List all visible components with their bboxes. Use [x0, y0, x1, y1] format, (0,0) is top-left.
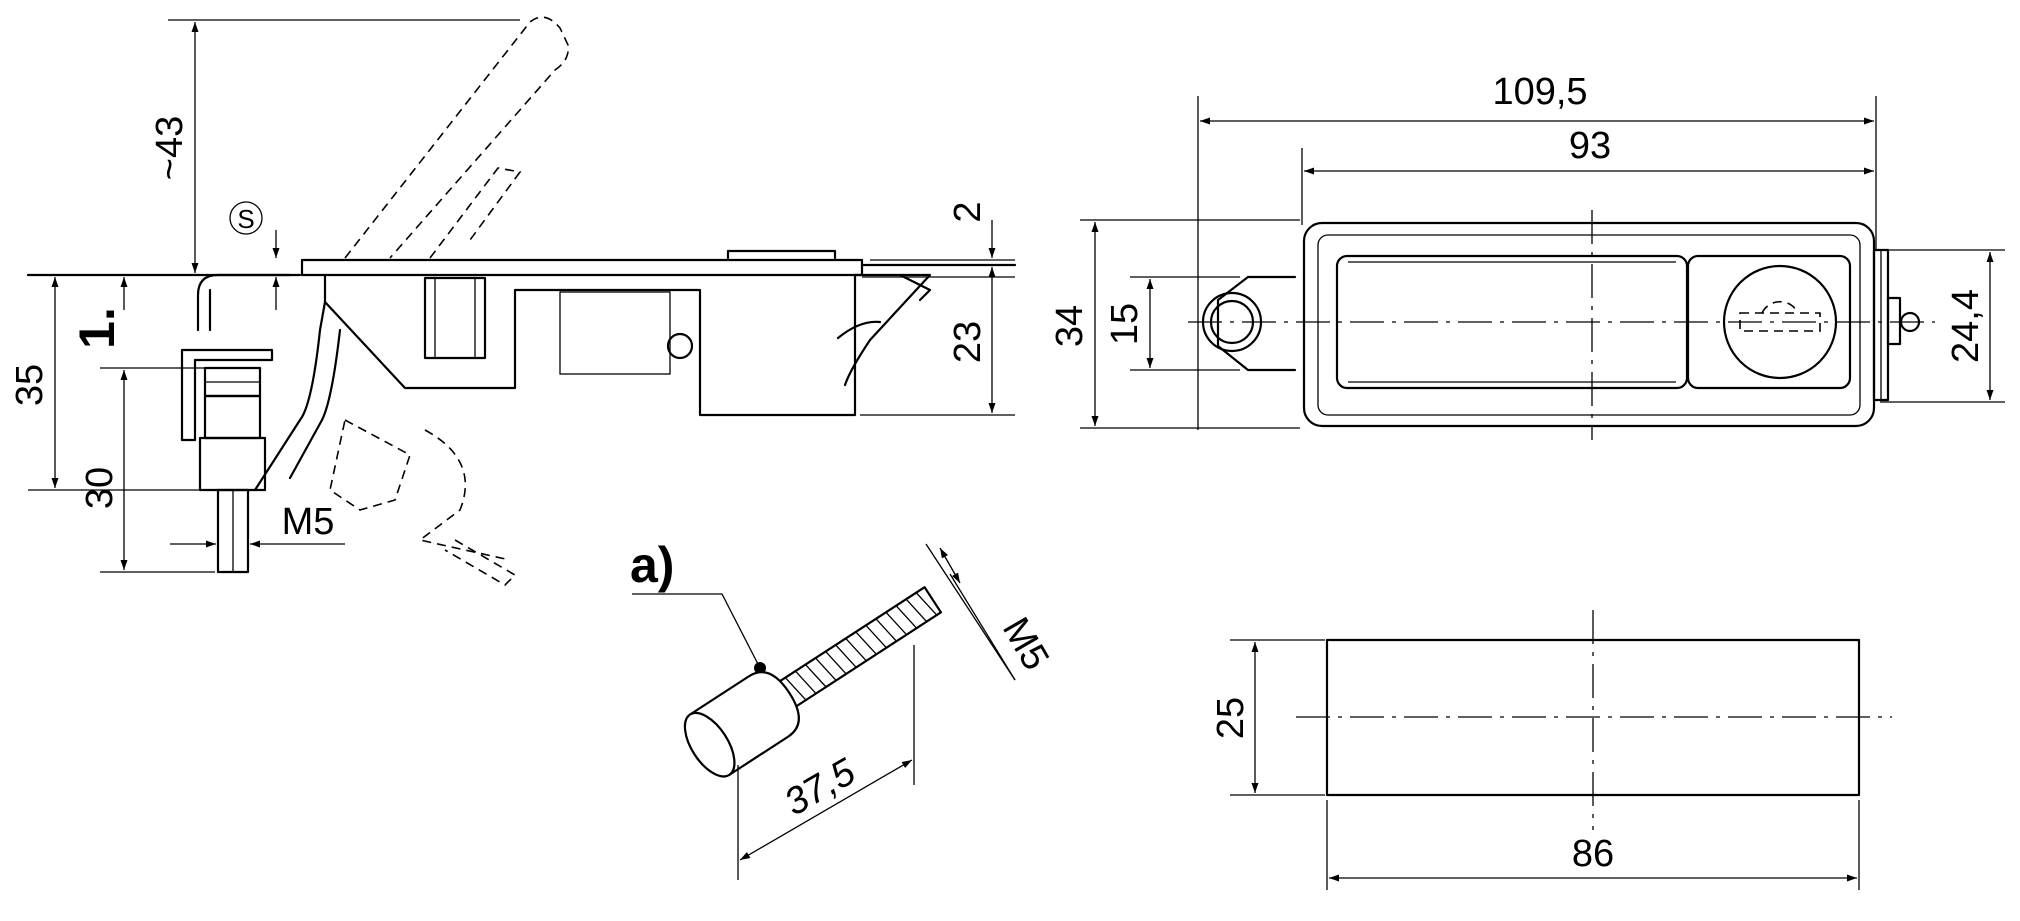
- dim-15: 15: [1104, 303, 1146, 345]
- phantom-lever-inner: [429, 167, 522, 259]
- dim-23: 23: [947, 321, 989, 363]
- detail-label: a): [630, 537, 674, 593]
- dim-m5-screw: M5: [994, 611, 1057, 678]
- latch-curve: [836, 320, 882, 340]
- step-1-label: 1.: [69, 307, 125, 349]
- dim-line-37-5: [739, 759, 913, 861]
- screw-body: [683, 586, 943, 778]
- bracket-arm: [180, 348, 274, 442]
- lock-cap: [726, 249, 837, 260]
- mounting-tab: [1216, 275, 1297, 372]
- dim-34: 34: [1049, 305, 1091, 347]
- detail-leader: [632, 593, 761, 669]
- dim-2: 2: [947, 201, 989, 222]
- phantom-lever-raised: [344, 16, 570, 259]
- dim-43: ~43: [149, 116, 191, 180]
- detail-leader-dot: [754, 662, 766, 674]
- dim-93: 93: [1569, 125, 1611, 167]
- spacer: [198, 436, 267, 492]
- latch-hook: [843, 273, 932, 387]
- housing-body: [323, 273, 857, 417]
- hinge-arm-inner: [288, 328, 342, 480]
- dim-24-4: 24,4: [1945, 289, 1987, 363]
- phantom-stud: [444, 539, 517, 587]
- hinge-pin-block: [1886, 296, 1902, 346]
- phantom-bracket: [418, 429, 511, 561]
- housing-inner: [1317, 234, 1861, 416]
- s-symbol-circle: [229, 201, 263, 235]
- ext-line-m5-top: [925, 543, 1016, 681]
- panel-flange: [196, 273, 292, 332]
- dim-86: 86: [1572, 833, 1614, 875]
- housing-outline: [1302, 221, 1876, 428]
- phantom-bolt-head: [329, 418, 411, 511]
- lever-pivot-block: [423, 276, 487, 360]
- dim-35: 35: [9, 364, 51, 406]
- dim-109-5: 109,5: [1492, 71, 1587, 113]
- s-symbol: S: [237, 204, 254, 234]
- cam-block: [559, 291, 671, 375]
- screw-thread-lines: [784, 592, 938, 701]
- screw-head-face: [683, 711, 736, 778]
- dim-line-m5-screw: [939, 547, 961, 584]
- top-view: 109,5 93 34 15 24,4: [1049, 71, 2005, 440]
- cam-pin: [666, 332, 694, 360]
- dim-30: 30: [79, 467, 121, 509]
- nut-middle: [203, 394, 262, 440]
- ext-line-m5-bottom: [949, 573, 1016, 681]
- lock-cam-hidden: [1761, 300, 1799, 314]
- housing-flange: [300, 258, 864, 277]
- dim-25: 25: [1210, 697, 1252, 739]
- hinge-arm-outer: [253, 300, 327, 492]
- side-view: S ~43 35 30 1. 2 23 M5: [9, 16, 1017, 587]
- screw-shank: [775, 586, 943, 710]
- cutout-view: 25 86: [1210, 610, 1892, 890]
- detail-screw: a) 37,5 M5: [630, 537, 1057, 880]
- latch-tip: [898, 273, 932, 302]
- dim-m5-side: M5: [282, 501, 335, 543]
